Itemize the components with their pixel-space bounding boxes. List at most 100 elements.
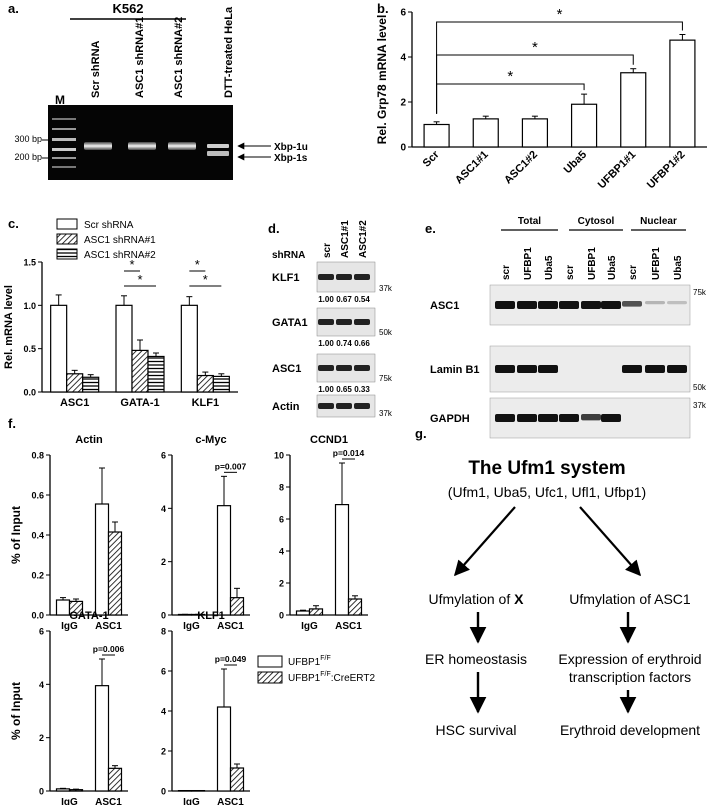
k562-label: K562: [112, 1, 143, 16]
blot-protein-label: Actin: [272, 401, 300, 413]
molecular-weight-label: 75k: [693, 288, 707, 297]
y-tick-label: 1.0: [23, 301, 36, 311]
bar: [96, 686, 109, 791]
significance-star: *: [507, 68, 513, 85]
y-tick-label: 0.4: [31, 531, 44, 541]
bar: [473, 119, 498, 147]
bar: [181, 305, 197, 392]
bar: [213, 376, 229, 392]
y-tick-label: 0: [39, 787, 44, 797]
blot-band: [495, 414, 515, 422]
y-tick-label: 8: [279, 483, 284, 493]
legend-label: UFBP1F/F: [288, 655, 331, 668]
legend-swatch-open: [258, 656, 282, 667]
blot-band: [495, 301, 515, 309]
bar: [670, 40, 695, 147]
x-tick-label: IgG: [61, 621, 78, 632]
bar: [310, 609, 323, 615]
blot-band: [538, 414, 558, 422]
x-tick-label: ASC1: [95, 797, 122, 805]
lane-label: Scr shRNA: [90, 40, 102, 98]
y-tick-label: 6: [279, 515, 284, 525]
y-tick-label: 2: [400, 98, 406, 109]
blot-protein-label: GAPDH: [430, 413, 470, 425]
quantification-value: 0.74: [336, 339, 352, 348]
molecular-weight-label: 37k: [379, 284, 393, 293]
quantification-value: 0.54: [354, 295, 370, 304]
blot-band: [336, 403, 352, 409]
lane-label: ASC1#1: [340, 220, 351, 258]
bar: [522, 119, 547, 147]
legend-swatch-hatched: [258, 672, 282, 683]
x-tick-label: ASC1: [217, 797, 244, 805]
chart-title: c-Myc: [195, 434, 226, 446]
quantification-value: 1.00: [318, 339, 334, 348]
blot-band: [559, 301, 579, 309]
panel-f-legend: UFBP1F/F UFBP1F/F:CreERT2: [258, 655, 375, 684]
panel-g-label: g.: [415, 426, 427, 441]
y-tick-label: 4: [39, 680, 44, 690]
band-label: Xbp-1u: [274, 142, 308, 153]
blot-band: [581, 301, 601, 309]
x-tick-label: ASC1: [217, 621, 244, 632]
significance-star: *: [532, 39, 538, 56]
blot-band: [318, 365, 334, 371]
lane-label: Uba5: [544, 255, 555, 280]
y-tick-label: 0: [400, 143, 406, 154]
y-axis-label: Rel. mRNA level: [3, 285, 15, 369]
size-marker-label: 200 bp: [14, 152, 42, 162]
panel-d-label: d.: [268, 221, 280, 236]
y-tick-label: 0: [161, 787, 166, 797]
molecular-weight-label: 37k: [693, 401, 707, 410]
erythroid-expression-line2: transcription factors: [569, 669, 691, 685]
ufmylation-of-x: Ufmylation of X: [429, 591, 525, 607]
blot-band: [645, 365, 665, 373]
y-tick-label: 0.2: [31, 571, 44, 581]
bar: [51, 305, 67, 392]
x-tick-label: Scr: [421, 148, 443, 170]
lane-label: Uba5: [673, 255, 684, 280]
bar: [336, 505, 349, 615]
y-tick-label: 0.6: [31, 491, 44, 501]
panel-a-label: a.: [8, 1, 19, 16]
blot-band: [318, 274, 334, 280]
molecular-weight-label: 50k: [693, 383, 707, 392]
y-tick-label: 2: [39, 733, 44, 743]
bar: [297, 611, 310, 615]
bar: [148, 356, 164, 392]
bar: [67, 374, 83, 392]
y-tick-label: 8: [161, 627, 166, 637]
y-tick-label: 6: [161, 451, 166, 461]
lane-label: scr: [322, 243, 333, 258]
bar: [57, 789, 70, 791]
quantification-value: 1.00: [318, 295, 334, 304]
panel-f-label: f.: [8, 416, 16, 431]
y-tick-label: 0: [279, 611, 284, 621]
blot-band: [495, 365, 515, 373]
bar: [109, 768, 122, 791]
erythroid-expression-line1: Expression of erythroid: [558, 651, 701, 667]
bar: [70, 790, 83, 791]
erythroid-development: Erythroid development: [560, 722, 700, 738]
y-axis-label: Rel. Grp78 mRNA level: [375, 15, 389, 145]
y-tick-label: 2: [161, 557, 166, 567]
x-tick-label: IgG: [183, 621, 200, 632]
chart-title: GATA-1: [69, 610, 108, 622]
y-tick-label: 0.0: [23, 388, 36, 398]
quantification-value: 0.67: [336, 295, 352, 304]
arrow-icon: [455, 507, 515, 575]
blot-band: [354, 319, 370, 325]
fraction-group-label: Cytosol: [578, 216, 615, 227]
blot-band: [601, 414, 621, 422]
panel-a: a. K562 M Scr shRNA ASC1 shRNA#1 ASC1 sh…: [8, 1, 308, 180]
chart-title: KLF1: [197, 610, 225, 622]
panel-b-label: b.: [377, 1, 389, 16]
blot-band: [538, 301, 558, 309]
